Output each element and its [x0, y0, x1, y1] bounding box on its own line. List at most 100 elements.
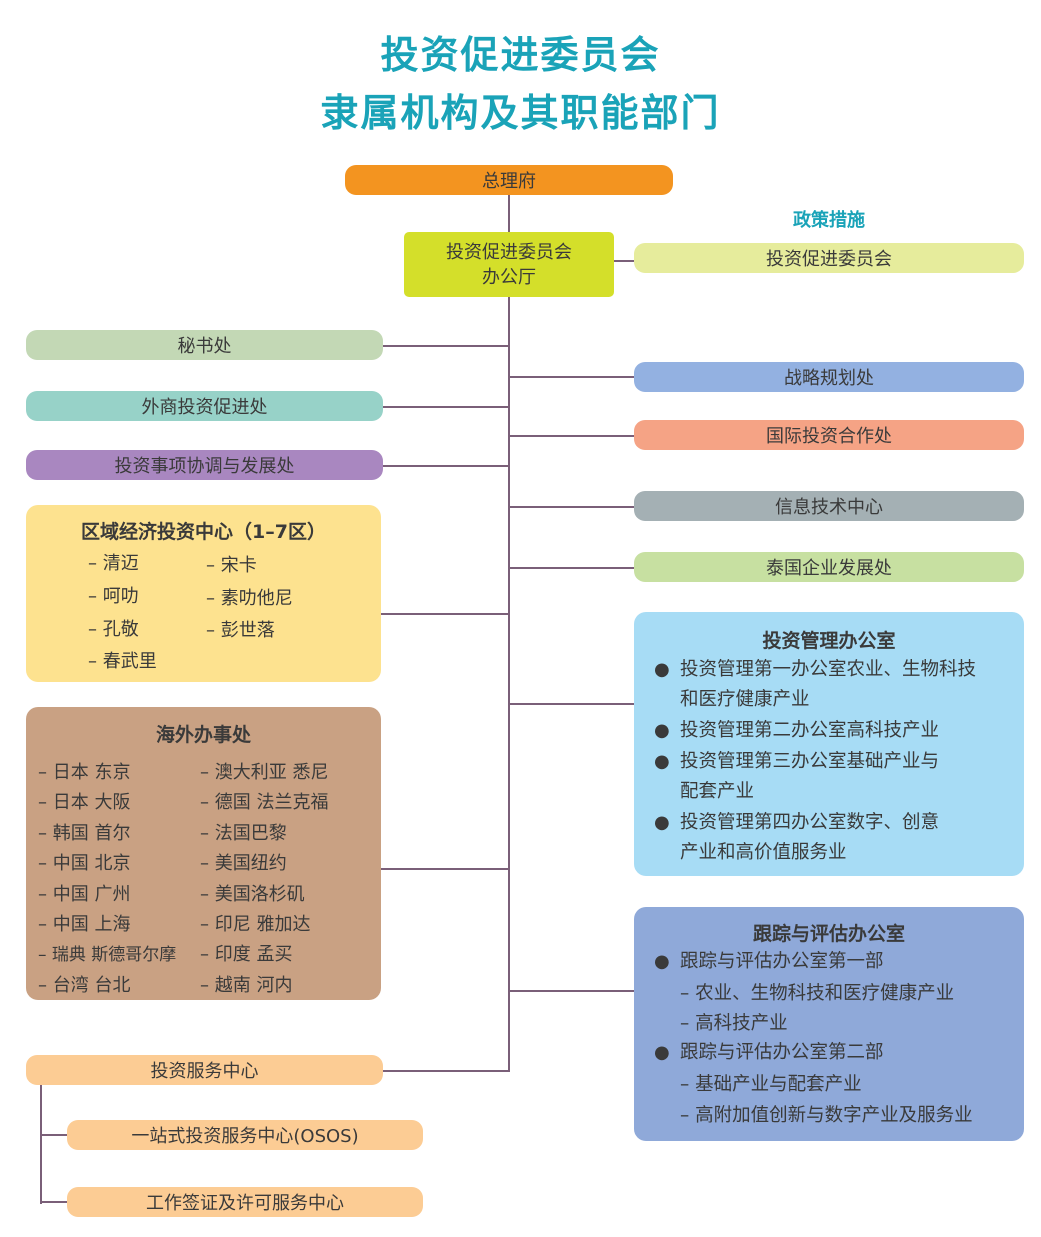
node-prime-minister-office: 总理府 — [345, 165, 673, 195]
connector-strategy — [508, 376, 634, 378]
node-visa-center-label: 工作签证及许可服务中心 — [146, 1193, 344, 1214]
connector-coordination — [383, 465, 509, 467]
bullet-icon: ● — [654, 1042, 670, 1063]
bullet-icon: ● — [654, 951, 670, 972]
investment-management-item-line: 配套产业 — [680, 781, 755, 802]
node-thai-enterprise: 泰国企业发展处 — [634, 552, 1024, 582]
node-osos: 一站式投资服务中心(OSOS) — [67, 1120, 423, 1150]
title-line-2: 隶属机构及其职能部门 — [320, 91, 721, 135]
overseas-item: – 日本 东京 — [38, 762, 131, 783]
investment-management-item: ● 投资管理第一办公室农业、生物科技 和医疗健康产业 — [654, 655, 1014, 715]
tracking-sub-item: – 高附加值创新与数字产业及服务业 — [680, 1105, 973, 1126]
node-regional-centers: 区域经济投资中心（1–7区） – 清迈 – 呵叻 – 孔敬 – 春武里 – 宋卡… — [26, 505, 381, 682]
connector-it — [508, 506, 634, 508]
connector-osos — [40, 1134, 68, 1136]
connector-overseas — [381, 868, 509, 870]
overseas-item: – 中国 北京 — [38, 853, 131, 874]
node-strategy: 战略规划处 — [634, 362, 1024, 392]
investment-management-item-line: 产业和高价值服务业 — [680, 842, 847, 863]
overseas-item: – 韩国 首尔 — [38, 823, 131, 844]
investment-management-item: ● 投资管理第四办公室数字、创意 产业和高价值服务业 — [654, 808, 1014, 868]
node-boi-office: 投资促进委员会 办公厅 — [404, 232, 614, 297]
node-boi-office-line1: 投资促进委员会 — [446, 242, 572, 263]
overseas-item: – 法国巴黎 — [200, 823, 287, 844]
connector-regional — [381, 613, 509, 615]
tracking-title: 跟踪与评估办公室 — [752, 923, 905, 945]
overseas-item: – 美国纽约 — [200, 853, 287, 874]
tracking-dept: ● 跟踪与评估办公室第二部 — [654, 1038, 1014, 1068]
regional-item: – 春武里 — [88, 651, 157, 672]
regional-title: 区域经济投资中心（1–7区） — [81, 521, 326, 543]
node-coordination-label: 投资事项协调与发展处 — [114, 456, 295, 477]
tracking-sub-item: – 高科技产业 — [680, 1013, 788, 1034]
overseas-item: – 日本 大阪 — [38, 792, 131, 813]
node-investment-service-center: 投资服务中心 — [26, 1055, 383, 1085]
node-prime-minister-label: 总理府 — [482, 171, 536, 192]
node-visa-center: 工作签证及许可服务中心 — [67, 1187, 423, 1217]
connector-secretariat — [383, 345, 509, 347]
main-trunk-line — [508, 192, 510, 1072]
regional-item: – 宋卡 — [206, 555, 257, 576]
investment-management-title: 投资管理办公室 — [762, 630, 896, 652]
connector-intl — [508, 435, 634, 437]
regional-item: – 呵叻 — [88, 586, 139, 607]
bullet-icon: ● — [654, 720, 670, 741]
node-intl-cooperation: 国际投资合作处 — [634, 420, 1024, 450]
node-policy-board: 投资促进委员会 — [634, 243, 1024, 273]
bullet-icon: ● — [654, 812, 670, 833]
tracking-sub-item: – 基础产业与配套产业 — [680, 1074, 862, 1095]
connector-thai — [508, 567, 634, 569]
service-branch-line — [40, 1084, 42, 1204]
investment-management-item-line: 投资管理第四办公室数字、创意 — [680, 812, 940, 833]
overseas-item: – 印尼 雅加达 — [200, 914, 311, 935]
node-overseas-offices: 海外办事处 – 日本 东京 – 日本 大阪 – 韩国 首尔 – 中国 北京 – … — [26, 707, 381, 1000]
investment-management-item: ● 投资管理第二办公室高科技产业 — [654, 716, 1014, 746]
regional-item: – 孔敬 — [88, 619, 139, 640]
connector-visa — [40, 1201, 68, 1203]
investment-management-item-line: 和医疗健康产业 — [680, 689, 810, 710]
overseas-item: – 美国洛杉矶 — [200, 884, 305, 905]
overseas-item: – 中国 上海 — [38, 914, 131, 935]
overseas-item: – 中国 广州 — [38, 884, 131, 905]
node-secretariat-label: 秘书处 — [177, 336, 232, 357]
connector-service — [383, 1070, 509, 1072]
overseas-item: – 澳大利亚 悉尼 — [200, 762, 329, 783]
tracking-dept: ● 跟踪与评估办公室第一部 — [654, 947, 1014, 977]
connector-tracking — [508, 990, 634, 992]
node-strategy-label: 战略规划处 — [784, 368, 874, 389]
tracking-dept-label: 跟踪与评估办公室第一部 — [680, 951, 884, 972]
node-osos-label: 一站式投资服务中心(OSOS) — [131, 1126, 359, 1147]
bullet-icon: ● — [654, 659, 670, 680]
node-policy-board-label: 投资促进委员会 — [766, 249, 892, 270]
node-investment-service-center-label: 投资服务中心 — [150, 1061, 259, 1082]
title-line-1: 投资促进委员会 — [380, 33, 661, 77]
investment-management-item: ● 投资管理第三办公室基础产业与 配套产业 — [654, 747, 1014, 807]
overseas-item: – 瑞典 斯德哥尔摩 — [38, 945, 177, 965]
connector-foreign — [383, 406, 509, 408]
connector-invest-mgmt — [508, 703, 634, 705]
overseas-item: – 越南 河内 — [200, 975, 293, 996]
tracking-dept-label: 跟踪与评估办公室第二部 — [680, 1042, 884, 1063]
overseas-item: – 台湾 台北 — [38, 975, 131, 996]
investment-management-item-line: 投资管理第三办公室基础产业与 — [680, 751, 940, 772]
regional-item: – 素叻他尼 — [206, 588, 293, 609]
overseas-item: – 印度 孟买 — [200, 944, 293, 965]
overseas-item: – 德国 法兰克福 — [200, 792, 329, 813]
bullet-icon: ● — [654, 751, 670, 772]
overseas-title: 海外办事处 — [155, 724, 251, 746]
node-tracking-evaluation: 跟踪与评估办公室 ● 跟踪与评估办公室第一部 – 农业、生物科技和医疗健康产业 … — [634, 907, 1024, 1141]
regional-item: – 彭世落 — [206, 620, 275, 641]
node-foreign-investment: 外商投资促进处 — [26, 391, 383, 421]
regional-item: – 清迈 — [88, 553, 139, 574]
node-investment-management: 投资管理办公室 ● 投资管理第一办公室农业、生物科技 和医疗健康产业 ● 投资管… — [634, 612, 1024, 876]
node-it-center: 信息技术中心 — [634, 491, 1024, 521]
node-thai-enterprise-label: 泰国企业发展处 — [766, 558, 892, 579]
node-coordination: 投资事项协调与发展处 — [26, 450, 383, 480]
investment-management-item-line: 投资管理第二办公室高科技产业 — [680, 720, 940, 741]
investment-management-item-line: 投资管理第一办公室农业、生物科技 — [680, 659, 977, 680]
office-policy-connector — [612, 260, 634, 262]
node-intl-cooperation-label: 国际投资合作处 — [766, 426, 892, 447]
node-boi-office-line2: 办公厅 — [482, 267, 536, 288]
node-secretariat: 秘书处 — [26, 330, 383, 360]
node-it-center-label: 信息技术中心 — [775, 497, 883, 518]
